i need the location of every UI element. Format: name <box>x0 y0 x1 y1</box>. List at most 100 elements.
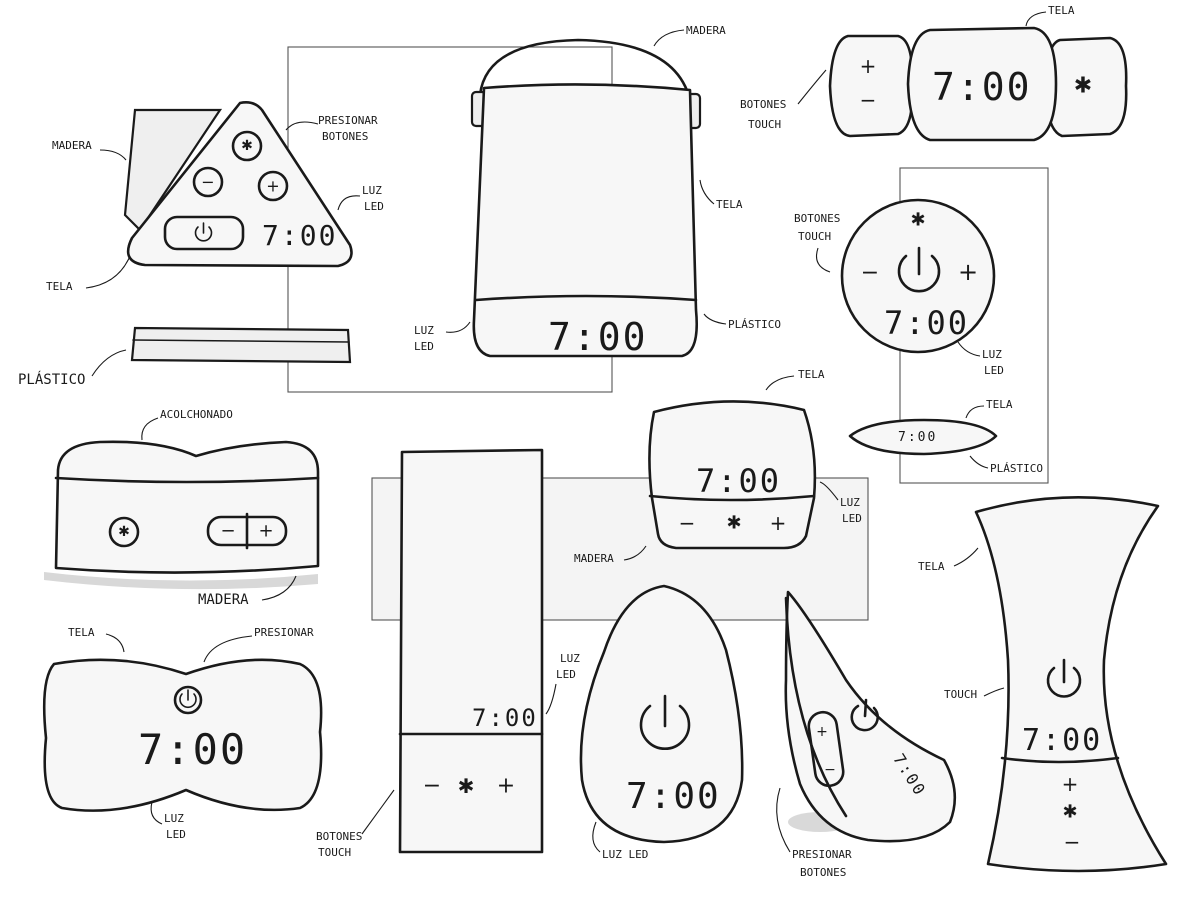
label-touch-hour: TOUCH <box>944 688 977 701</box>
label-botones-top: BOTONES <box>740 98 786 111</box>
label-botones-tall: BOTONES <box>316 830 362 843</box>
time-display-small: 7:00 <box>898 430 937 445</box>
label-tela-hour: TELA <box>918 560 945 573</box>
power-icon <box>194 222 213 242</box>
hourglass-speaker: 7:00 + ✱ − <box>974 496 1168 873</box>
minus-icon: − <box>679 511 696 535</box>
time-display: 7:00 <box>626 776 721 817</box>
label-luz-tall: LUZ <box>560 652 580 665</box>
label-led-cup: LED <box>842 512 862 525</box>
label-luz-led-egg: LUZ LED <box>602 848 648 861</box>
power-icon[interactable] <box>639 694 691 750</box>
lantern-speaker: 7:00 <box>470 38 702 359</box>
bluetooth-icon: ✱ <box>910 210 925 231</box>
label-luz-lantern: LUZ <box>414 324 434 337</box>
egg-speaker: 7:00 <box>579 584 744 844</box>
label-led-lantern: LED <box>414 340 434 353</box>
shell-speaker: + − 7:00 <box>784 590 957 843</box>
label-madera-cup: MADERA <box>574 552 614 565</box>
bluetooth-button[interactable] <box>108 516 140 548</box>
minus-icon: − <box>423 774 441 799</box>
plus-button[interactable] <box>257 170 289 202</box>
bowtie-speaker: 7:00 <box>42 658 323 812</box>
plus-icon: + <box>860 54 877 78</box>
three-lobe-speaker: + − 7:00 ✱ <box>828 26 1128 142</box>
minus-icon: − <box>201 173 214 192</box>
label-botones-disc: BOTONES <box>794 212 840 225</box>
bluetooth-button[interactable] <box>231 130 263 162</box>
power-button[interactable] <box>173 685 203 715</box>
label-botones-shell: BOTONES <box>800 866 846 879</box>
label-tela-top: TELA <box>1048 4 1075 17</box>
power-icon[interactable] <box>850 698 879 732</box>
plus-icon: + <box>497 774 515 799</box>
time-display: 7:00 <box>138 725 247 774</box>
label-tela: TELA <box>46 280 73 293</box>
plus-icon: + <box>266 177 279 196</box>
bluetooth-icon: ✱ <box>458 774 475 798</box>
minus-icon: − <box>220 521 235 542</box>
triangle-speaker: ✱ − + 7:00 <box>123 101 353 268</box>
minus-button[interactable] <box>192 166 224 198</box>
minus-icon: − <box>1064 830 1081 854</box>
label-led-bow: LED <box>166 828 186 841</box>
bluetooth-icon: ✱ <box>726 513 741 534</box>
label-luz: LUZ <box>362 184 382 197</box>
time-display: 7:00 <box>548 315 648 359</box>
plus-icon: + <box>816 724 828 740</box>
minus-icon: − <box>861 261 879 286</box>
plus-icon: + <box>258 521 273 542</box>
label-presionar-bow: PRESIONAR <box>254 626 314 639</box>
time-display: 7:00 <box>262 219 337 252</box>
tall-column-speaker: 7:00 − ✱ + <box>398 448 544 854</box>
label-plastico: PLÁSTICO <box>18 371 85 388</box>
label-luz-disc: LUZ <box>982 348 1002 361</box>
label-plastico-disc: PLÁSTICO <box>990 462 1043 475</box>
label-touch-top: TOUCH <box>748 118 781 131</box>
time-display: 7:00 <box>472 704 538 732</box>
power-icon <box>179 689 197 709</box>
label-led-tall: LED <box>556 668 576 681</box>
label-tela-lantern: TELA <box>716 198 743 211</box>
label-acolchonado: ACOLCHONADO <box>160 408 233 421</box>
minus-icon: − <box>860 88 877 112</box>
label-luz-bow: LUZ <box>164 812 184 825</box>
round-disc-speaker: ✱ − + 7:00 <box>840 198 996 354</box>
label-plastico-lantern: PLÁSTICO <box>728 318 781 331</box>
label-presionar: PRESIONAR <box>318 114 378 127</box>
power-button[interactable] <box>163 215 245 251</box>
bluetooth-icon: ✱ <box>1074 74 1092 99</box>
volume-rocker[interactable] <box>807 710 845 788</box>
power-icon[interactable] <box>897 246 941 293</box>
label-led-disc: LED <box>984 364 1004 377</box>
label-led: LED <box>364 200 384 213</box>
bluetooth-icon: ✱ <box>1062 802 1077 823</box>
time-display: 7:00 <box>884 304 969 342</box>
time-display: 7:00 <box>1022 723 1102 758</box>
label-madera-pillow: MADERA <box>198 592 249 608</box>
power-icon[interactable] <box>1046 658 1082 698</box>
plus-icon: + <box>1062 772 1079 796</box>
label-touch-tall: TOUCH <box>318 846 351 859</box>
time-display: 7:00 <box>696 462 781 500</box>
label-presionar-shell: PRESIONAR <box>792 848 852 861</box>
pillow-speaker: ✱ − + <box>44 440 320 590</box>
label-botones: BOTONES <box>322 130 368 143</box>
bluetooth-icon: ✱ <box>118 524 130 540</box>
minus-icon: − <box>824 762 836 778</box>
label-tela-cup: TELA <box>798 368 825 381</box>
plus-icon: + <box>958 258 978 286</box>
time-display: 7:00 <box>932 65 1032 109</box>
label-touch-disc: TOUCH <box>798 230 831 243</box>
label-madera-top: MADERA <box>686 24 726 37</box>
label-luz-cup: LUZ <box>840 496 860 509</box>
cup-speaker: 7:00 − ✱ + <box>648 400 817 550</box>
label-tela-bow: TELA <box>68 626 95 639</box>
disc-side-view: 7:00 <box>848 418 998 456</box>
triangle-base-plate <box>130 326 352 364</box>
label-madera: MADERA <box>52 139 92 152</box>
bluetooth-icon: ✱ <box>241 138 253 154</box>
plus-icon: + <box>770 511 787 535</box>
label-tela-disc: TELA <box>986 398 1013 411</box>
